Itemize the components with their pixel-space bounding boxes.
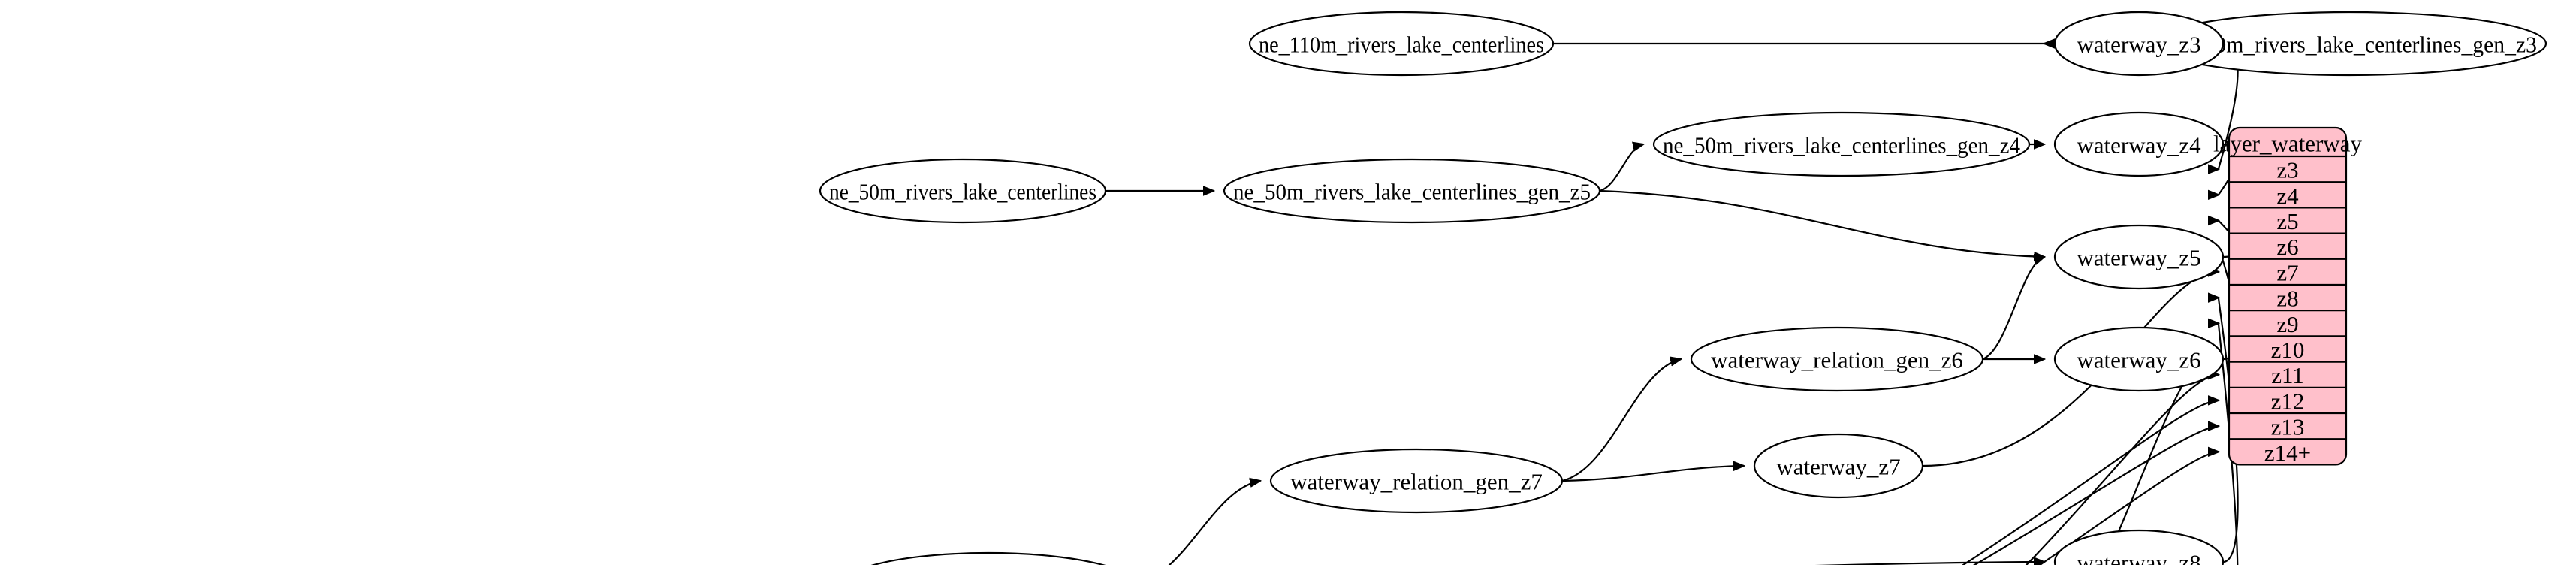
table-row-z10[interactable] bbox=[2229, 336, 2346, 361]
node-ellipse bbox=[2053, 111, 2225, 177]
node-waterway_z7[interactable]: waterway_z7 bbox=[1753, 433, 1924, 499]
node-ellipse bbox=[1652, 111, 2031, 177]
layer-waterway-table: layer_waterwayz3z4z5z6z7z8z9z10z11z12z13… bbox=[2213, 126, 2362, 466]
table-row-z13[interactable] bbox=[2229, 413, 2346, 439]
edge-waterway_z11-to-layer_waterway-z11 bbox=[2025, 375, 2219, 565]
node-waterway_z5[interactable]: waterway_z5 bbox=[2053, 224, 2225, 290]
edge-waterway_z9-to-layer_waterway-z9 bbox=[2219, 323, 2239, 565]
node-ne_50m_rivers_lake_centerlines[interactable]: ne_50m_rivers_lake_centerlines bbox=[819, 158, 1107, 224]
node-ellipse bbox=[2053, 326, 2225, 392]
table-row-z9[interactable] bbox=[2229, 310, 2346, 336]
edge-waterway_relation_gen_z7-to-waterway_relation_gen_z6 bbox=[1561, 359, 1681, 482]
edge-waterway_z13-to-layer_waterway-z13 bbox=[1972, 426, 2219, 565]
table-row-z11[interactable] bbox=[2229, 362, 2346, 388]
edge-waterway_relation_gen_z7-to-waterway_z7 bbox=[1561, 466, 1744, 482]
table-row-z8[interactable] bbox=[2229, 285, 2346, 310]
node-ne_50m_rivers_lake_centerlines_gen_z5[interactable]: ne_50m_rivers_lake_centerlines_gen_z5 bbox=[1223, 158, 1601, 224]
node-ellipse bbox=[1248, 11, 1555, 77]
table-row-z5[interactable] bbox=[2229, 207, 2346, 233]
node-waterway_relation_gen_z6[interactable]: waterway_relation_gen_z6 bbox=[1690, 326, 1984, 392]
table-row-z14+[interactable] bbox=[2229, 439, 2346, 464]
table-row-z12[interactable] bbox=[2229, 388, 2346, 413]
node-ellipse bbox=[2053, 11, 2225, 77]
node-ellipse bbox=[1753, 433, 1924, 499]
node-ellipse bbox=[870, 551, 1106, 565]
node-waterway_relation_gen_z8[interactable]: waterway_relation_gen_z8 bbox=[843, 551, 1134, 565]
table-row-z3[interactable] bbox=[2229, 156, 2346, 182]
node-waterway_z3[interactable]: waterway_z3 bbox=[2053, 11, 2225, 77]
node-ellipse bbox=[1223, 158, 1601, 224]
table-outline bbox=[2228, 126, 2348, 466]
edge-waterway_relation_gen_z8-to-waterway_relation_gen_z7 bbox=[1168, 481, 1260, 565]
node-ellipse bbox=[1690, 326, 1984, 392]
edge-waterway_z14-to-layer_waterway-z14- bbox=[2038, 452, 2219, 565]
edge-ne_50m_rivers_lake_centerlines_gen_z5-to-ne_50m_rivers_lake_centerlines_gen_z4 bbox=[1599, 144, 1643, 192]
table-row-z7[interactable] bbox=[2229, 259, 2346, 285]
edge-ne_50m_rivers_lake_centerlines_gen_z5-to-waterway_z5 bbox=[1599, 189, 2044, 257]
node-waterway_z6[interactable]: waterway_z6 bbox=[2053, 326, 2225, 392]
node-waterway_relation_gen_z7[interactable]: waterway_relation_gen_z7 bbox=[1269, 448, 1564, 514]
node-ellipse bbox=[819, 158, 1107, 224]
table-row-z4[interactable] bbox=[2229, 182, 2346, 207]
table-row-z6[interactable] bbox=[2229, 234, 2346, 259]
node-ellipse bbox=[2053, 529, 2225, 565]
node-ellipse bbox=[2053, 224, 2225, 290]
edge-waterway_relation_gen_z8-to-waterway_z8 bbox=[1814, 562, 2044, 565]
node-ne_110m_rivers_lake_centerlines[interactable]: ne_110m_rivers_lake_centerlines bbox=[1248, 11, 1555, 77]
node-ellipse bbox=[1269, 448, 1564, 514]
edge-waterway_relation_gen_z6-to-waterway_z5 bbox=[1982, 257, 2044, 361]
node-ne_50m_rivers_lake_centerlines_gen_z4[interactable]: ne_50m_rivers_lake_centerlines_gen_z4 bbox=[1652, 111, 2031, 177]
nodes-layer: imposm3osm_waterway_relationosm_waterway… bbox=[819, 11, 2547, 565]
edge-waterway_z12-to-layer_waterway-z12 bbox=[1962, 400, 2219, 565]
node-waterway_z8[interactable]: waterway_z8 bbox=[2053, 529, 2225, 565]
node-waterway_z4[interactable]: waterway_z4 bbox=[2053, 111, 2225, 177]
